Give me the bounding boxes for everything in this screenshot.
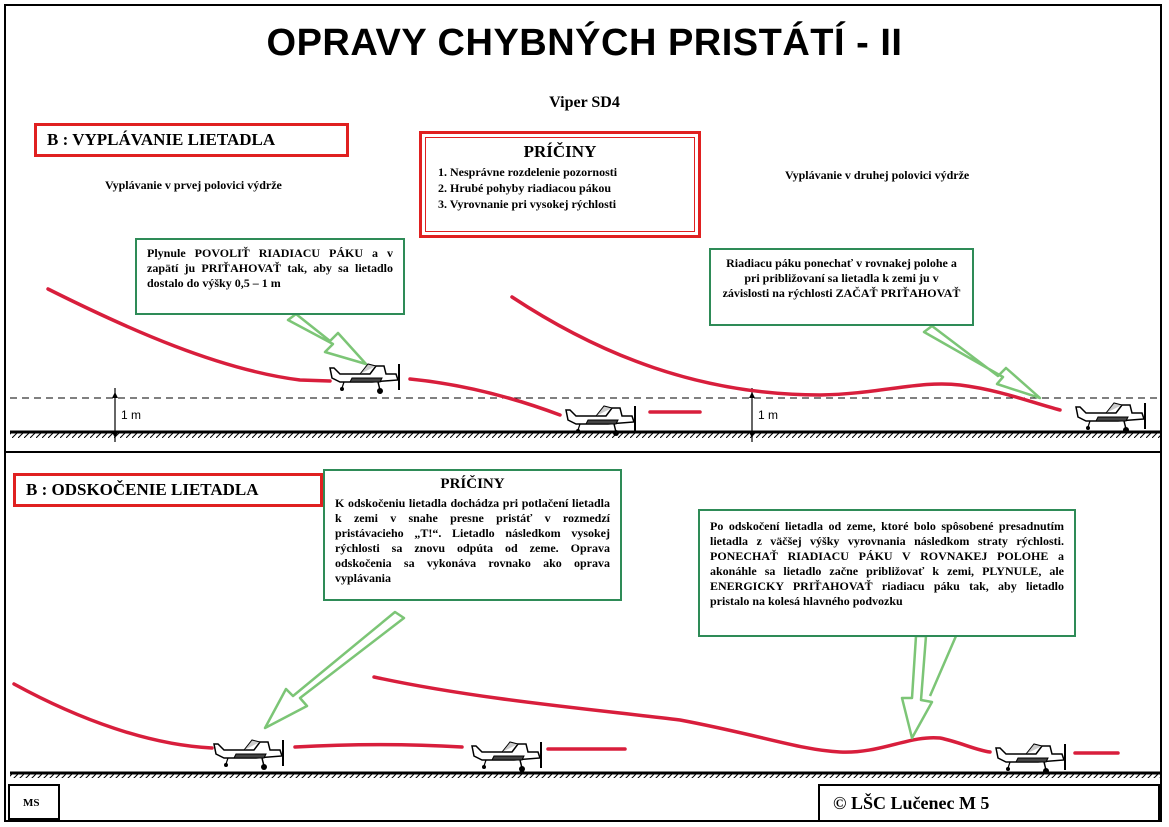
top-right-path (510, 295, 1062, 412)
bottom-right-path (372, 675, 992, 754)
bottom-ground (10, 771, 1160, 778)
arrow-bottom-left (263, 610, 406, 730)
bottom-left-path (12, 682, 214, 750)
airplane-icon (213, 739, 284, 771)
page-title: OPRAVY CHYBNÝCH PRISTÁTÍ - II (266, 22, 903, 64)
bounce-causes-box: PRÍČINY K odskočeniu lietadla dochádza p… (323, 469, 622, 601)
section-header-floating: B : VYPLÁVANIE LIETADLA (34, 123, 349, 157)
top-flight-paths (46, 287, 1062, 417)
bottom-mid-path (293, 743, 464, 749)
author-initials: MS (8, 784, 60, 820)
airplane-icon (995, 743, 1066, 775)
page-subtitle: Viper SD4 (549, 94, 620, 111)
guidance-arrows (263, 312, 1042, 740)
airplane-icon (1075, 402, 1146, 434)
instruction-box-second-half: Riadiacu páku ponechať v rovnakej polohe… (709, 248, 974, 326)
height-label-right: 1 m (758, 408, 779, 422)
cause-item: 3. Vyrovnanie pri vysokej rýchlosti (438, 197, 617, 211)
causes-box: PRÍČINY 1. Nesprávne rozdelenie pozornos… (419, 131, 701, 238)
airplane-icon (329, 363, 400, 395)
arrow-top-left (286, 312, 368, 366)
airplane-icon (471, 741, 542, 773)
top-left-path-float (408, 377, 562, 417)
caption-second-half: Vyplávanie v druhej polovici výdrže (785, 168, 970, 182)
bounce-causes-text: K odskočeniu lietadla dochádza pri potla… (335, 496, 610, 585)
height-label-left: 1 m (121, 408, 142, 422)
top-ground (10, 397, 1160, 438)
top-height-marker-left (112, 388, 118, 442)
copyright-label: © LŠC Lučenec M 5 (818, 784, 1160, 822)
top-height-marker-right (749, 388, 755, 442)
bounce-correction-box: Po odskočení lietadla od zeme, ktoré bol… (698, 509, 1076, 637)
top-left-path (46, 287, 332, 383)
causes-title: PRÍČINY (523, 142, 597, 161)
caption-first-half: Vyplávanie v prvej polovici výdrže (105, 178, 282, 192)
bounce-causes-title: PRÍČINY (440, 476, 505, 492)
cause-item: 1. Nesprávne rozdelenie pozornosti (438, 165, 618, 179)
arrow-bottom-right (900, 634, 958, 740)
page-frame (4, 4, 1162, 822)
section-header-bounce: B : ODSKOČENIE LIETADLA (13, 473, 323, 507)
cause-item: 2. Hrubé pohyby riadiacou pákou (438, 181, 612, 195)
causes-list: 1. Nesprávne rozdelenie pozornosti 2. Hr… (438, 164, 682, 212)
instruction-box-first-half: Plynule POVOLIŤ RIADIACU PÁKU a v zapätí… (135, 238, 405, 315)
arrow-top-right (922, 324, 1042, 400)
bottom-flight-paths (12, 675, 1120, 755)
